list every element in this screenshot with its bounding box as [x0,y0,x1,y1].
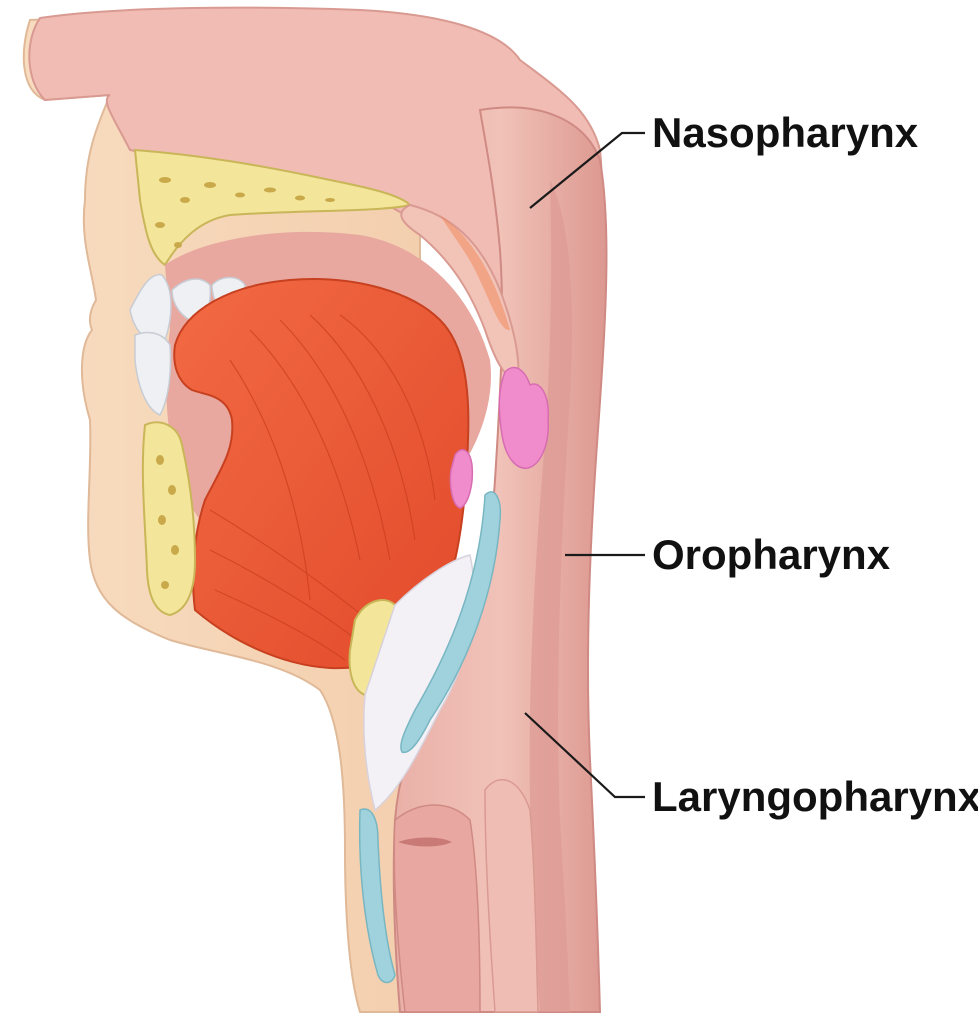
larynx [394,805,480,1012]
palatine-tonsil [450,450,472,508]
nasopharynx-label: Nasopharynx [652,109,919,156]
laryngopharynx-label: Laryngopharynx [652,773,978,820]
esophagus [485,780,538,1012]
oropharynx-label: Oropharynx [652,531,891,578]
